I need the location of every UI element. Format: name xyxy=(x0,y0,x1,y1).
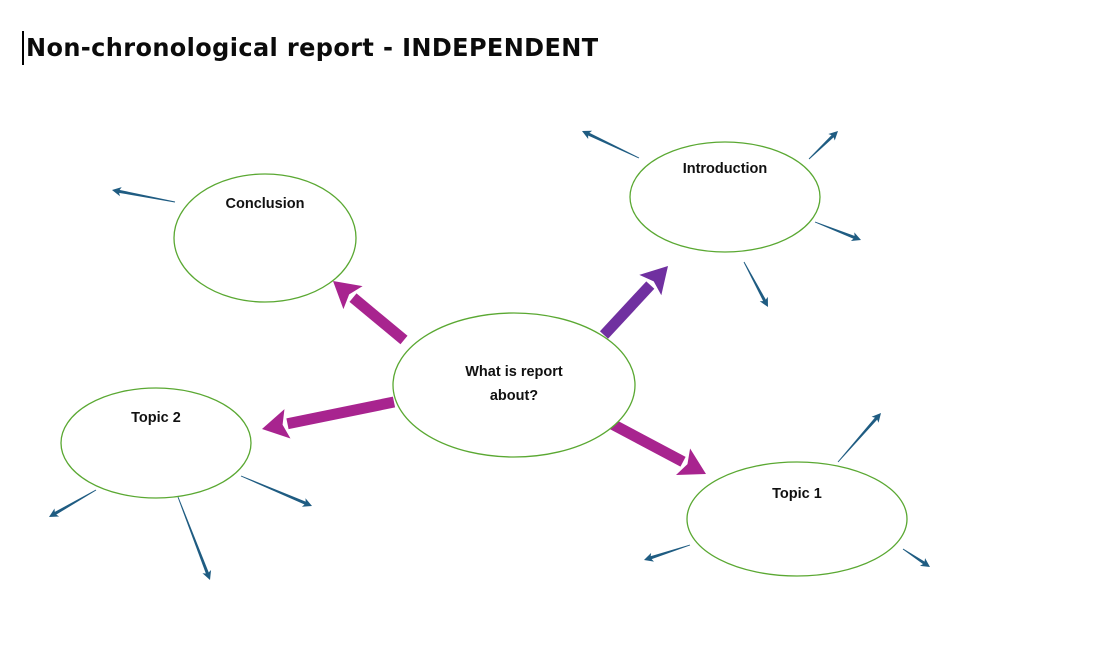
node-ellipse-introduction[interactable] xyxy=(629,141,821,253)
arrow-to-conclusion xyxy=(333,281,408,345)
topic-2-sub-1 xyxy=(49,489,97,517)
introduction-sub-2 xyxy=(808,131,838,160)
ellipse-layer xyxy=(60,141,908,577)
node-ellipse-center[interactable] xyxy=(392,312,636,458)
conclusion-sub-1 xyxy=(112,187,176,203)
page-title[interactable]: Non-chronological report - INDEPENDENT xyxy=(22,28,622,68)
arrow-to-topic-1 xyxy=(609,419,706,476)
main-arrow-layer xyxy=(262,266,706,476)
text-caret xyxy=(22,31,24,65)
arrow-to-topic-2 xyxy=(262,396,396,439)
introduction-sub-4 xyxy=(743,261,768,307)
topic-2-sub-2 xyxy=(177,496,212,580)
topic-1-sub-2 xyxy=(644,544,691,562)
page-title-text: Non-chronological report - INDEPENDENT xyxy=(26,33,599,62)
node-ellipse-conclusion[interactable] xyxy=(173,173,357,303)
node-ellipse-topic-1[interactable] xyxy=(686,461,908,577)
arrow-to-introduction xyxy=(599,266,668,339)
topic-1-sub-1 xyxy=(837,413,881,463)
topic-1-sub-3 xyxy=(902,548,930,567)
introduction-sub-1 xyxy=(582,130,640,159)
topic-2-sub-3 xyxy=(240,475,312,507)
sub-arrow-layer xyxy=(49,130,930,580)
node-ellipse-topic-2[interactable] xyxy=(60,387,252,499)
introduction-sub-3 xyxy=(814,221,861,242)
